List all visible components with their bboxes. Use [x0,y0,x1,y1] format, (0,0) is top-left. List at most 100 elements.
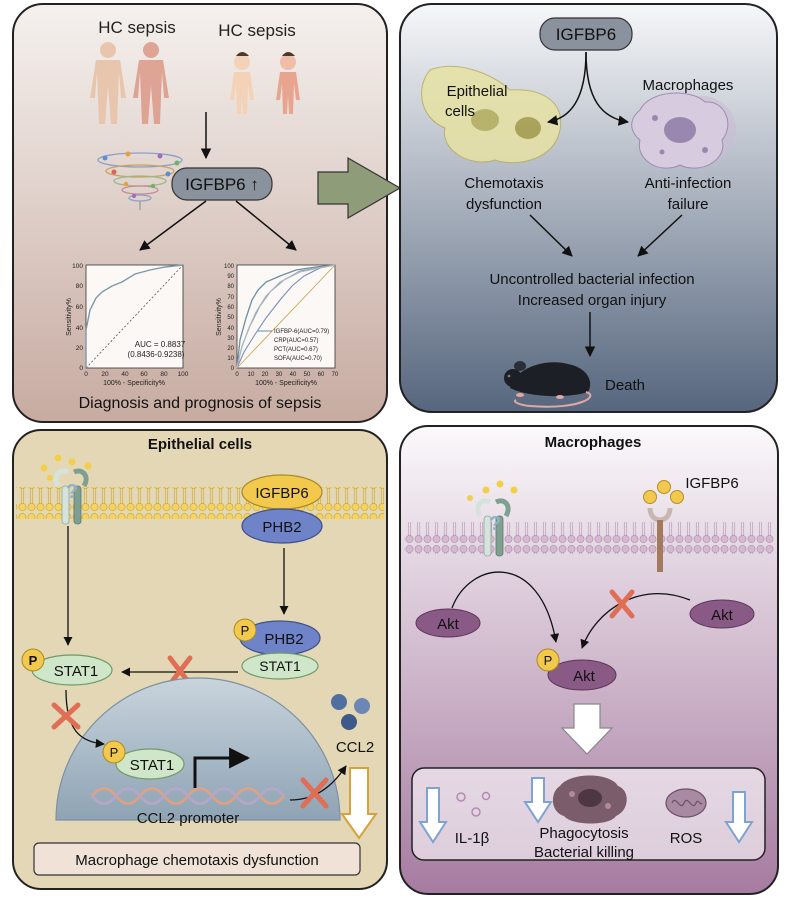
omics-funnel-icon [97,151,183,210]
akt-phospho-badge [536,648,560,672]
arrow-akt-activation [451,571,560,643]
panel-macrophage: Macrophages ? IGFBP6 Akt Akt [399,425,779,895]
arrow-to-roc-right [235,200,297,251]
roc-right-ytick: 10 [227,356,234,362]
macrophage-receptor-icon: ? [467,480,518,557]
arrow-stat1-to-nucleus [65,689,105,748]
roc-left-xlabel: 100% - Specificity% [103,380,165,387]
overview-anti-infection-label-1: Anti-infection [645,175,732,192]
roc-right-xtick: 0 [235,372,239,378]
epithelial-caption-box [33,842,361,876]
roc-left-ytick: 0 [79,365,83,372]
roc-right-ytick: 40 [227,326,234,332]
complex-stat1-label: STAT1 [259,658,301,674]
phospho-akt-node [547,659,617,691]
child-healthy-icon [230,52,254,114]
roc-right-xtick: 70 [332,372,339,378]
macrophage-membrane [404,522,774,554]
complex-phb2-label: PHB2 [264,631,303,648]
arrow-to-ccl2 [289,765,347,801]
inhibition-cross-icon [609,589,635,619]
roc-left-ci: (0.8436-0.9238) [128,350,185,359]
overview-epithelial-label-1: Epithelial [447,83,508,100]
overview-igfbp6-pill [539,17,633,51]
phagocytosis-label: Phagocytosis [539,825,628,842]
roc-chart-comparison: 100 90 80 70 60 50 40 30 20 10 0 0 10 20… [216,264,339,387]
roc-right-xtick: 50 [304,372,311,378]
roc-right-ytick: 100 [224,264,235,270]
roc-left-reference-line [85,264,184,369]
roc-right-xtick: 40 [290,372,297,378]
nuclear-stat1-label: STAT1 [130,757,174,774]
roc-right-ylabel: Sensitivity% [216,298,223,336]
roc-right-xtick: 20 [262,372,269,378]
epithelial-igfbp6-label: IGFBP6 [255,485,308,502]
arrow-to-epithelial [546,51,587,126]
transition-arrow [317,156,402,220]
akt-right-label: Akt [711,607,734,624]
overview-macrophages-label: Macrophages [643,77,734,94]
il1b-molecule-icon [456,791,491,817]
child-sepsis-icon [276,52,300,114]
panel-mechanism-overview: IGFBP6 Epithelial cells Macrophages Chem… [399,3,778,413]
panel-epithelial-title: Epithelial cells [148,436,252,453]
arrow-to-macrophages [585,51,630,126]
unknown-receptor-mark: ? [66,481,78,503]
akt-left-label: Akt [437,616,460,633]
overview-chemotaxis-label-1: Chemotaxis [464,175,543,192]
stat1-phospho-badge [21,648,45,672]
dna-helix-icon [91,787,285,805]
inhibition-cross-icon [300,777,329,809]
roc-right-ytick: 20 [227,346,234,352]
phospho-akt-label: Akt [573,668,596,685]
roc-left-ytick: 20 [76,345,84,352]
nuclear-phospho-badge [102,740,126,764]
arrow-to-roc-left [139,200,207,251]
ros-decrease-arrow [724,791,754,844]
igfbp6-marker-pill [171,167,273,201]
roc-left-xtick: 20 [101,371,109,378]
phagocyte-icon [552,775,627,824]
roc-right-curve-sofa [236,264,336,369]
ccl2-decrease-arrow [340,767,378,840]
overview-anti-infection-label-2: failure [668,196,709,213]
epithelial-phb2-label: PHB2 [262,519,301,536]
roc-right-ytick: 30 [227,336,234,342]
roc-left-ylabel: Sensitivity% [66,298,73,336]
adult-healthy-icon [90,42,126,124]
akt-phospho-label: P [544,653,553,668]
roc-left-ytick: 40 [76,325,84,332]
roc-right-curve-igfbp6 [236,264,336,369]
epithelial-caption: Macrophage chemotaxis dysfunction [75,852,318,869]
inhibition-cross-icon [51,702,81,730]
mouse-icon [504,361,592,408]
il1b-decrease-arrow [418,787,448,844]
panel-diagnosis: HC sepsis HC sepsis [12,3,388,423]
igfbp6-marker-label: IGFBP6 ↑ [185,175,259,194]
panel-diagnosis-caption: Diagnosis and prognosis of sepsis [79,395,322,412]
overview-chemotaxis-label-2: dysfunction [466,196,542,213]
stat1-phospho-label: P [29,653,38,668]
roc-left-curve [85,264,184,368]
macrophage-cell-icon [631,92,736,169]
complex-stat1-node [241,652,319,680]
panel-overview-bg [399,3,778,413]
nuclear-stat1-node [115,748,185,780]
complex-phospho-label: P [241,623,250,638]
epithelial-receptor-icon: ? [40,454,92,525]
roc-right-ytick: 60 [227,305,234,311]
nucleus [55,677,341,821]
roc-right-ytick: 0 [231,366,235,372]
ccl2-label: CCL2 [336,739,374,756]
akt-output-arrow [560,703,614,755]
roc-right-legend-item: PCT(AUC=0.67) [274,347,318,353]
arrow-chemotaxis-to-infection [529,214,573,257]
mitochondria-icon [665,788,707,818]
roc-right-legend-item: IGFBP-6(AUC=0.79) [274,329,329,335]
overview-death-label: Death [605,377,645,394]
roc-right-ytick: 80 [227,284,234,290]
roc-left-ytick: 100 [72,263,83,270]
overview-epithelial-label-2: cells [445,103,475,120]
roc-right-legend-item: CRP(AUC=0.57) [274,338,319,344]
roc-left-ytick: 80 [76,283,84,290]
